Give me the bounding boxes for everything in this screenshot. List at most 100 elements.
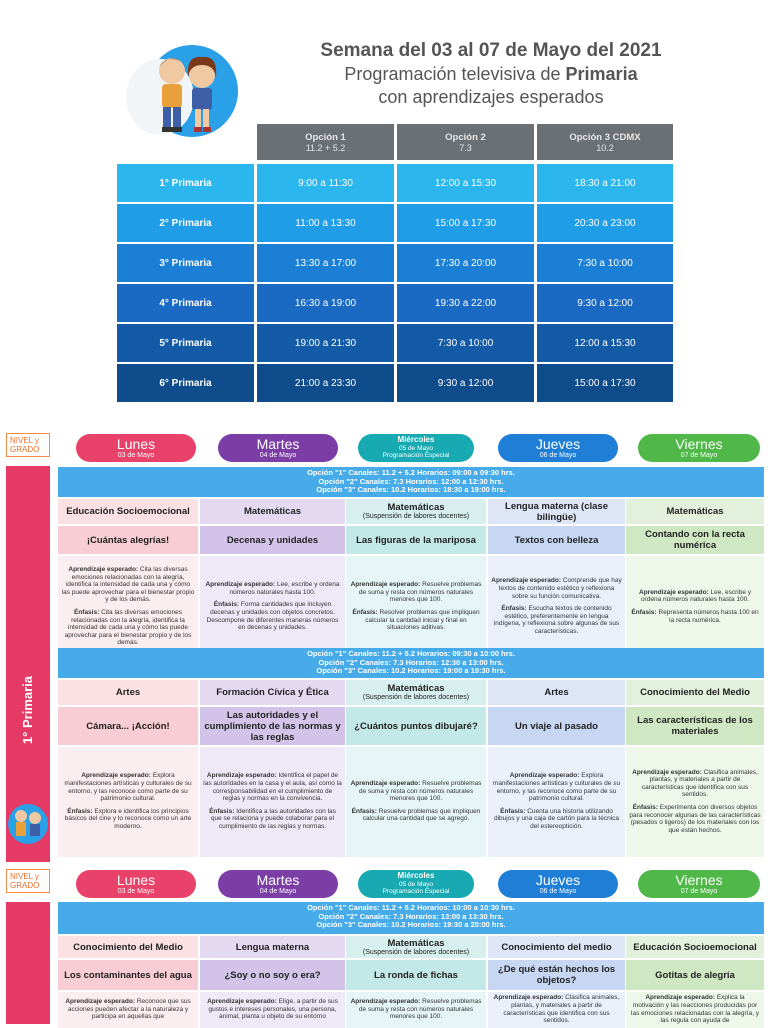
lesson-title: Las figuras de la mariposa [346, 526, 486, 554]
lesson-title: Decenas y unidades [200, 526, 345, 554]
subject-name: Lengua materna [235, 941, 310, 953]
band-line: Opción "3" Canales: 10.2 Horarios: 19:00… [316, 666, 506, 675]
aprendizaje-label: Aprendizaje esperado: [350, 581, 421, 589]
enfasis-text: Énfasis: Cuenta una historia utilizando … [491, 808, 622, 831]
time-cell: 18:30 a 21:00 [537, 164, 673, 202]
aprendizaje-text: Aprendizaje esperado: Comprende que hay … [491, 577, 622, 600]
lesson-description: Aprendizaje esperado: Explica la motivac… [626, 992, 764, 1028]
lesson-title: Textos con belleza [488, 526, 625, 554]
option-channels: 10.2 [596, 143, 614, 153]
grade-label: 2° Primaria [117, 204, 254, 242]
aprendizaje-value: Cita las diversas emociones relacionadas… [61, 566, 195, 604]
option-channels: 11.2 + 5.2 [305, 143, 346, 153]
subject-name: Matemáticas [387, 937, 445, 949]
subject-cell: Matemáticas(Suspensión de labores docent… [346, 499, 486, 524]
enfasis-text: Énfasis: Experimenta con diversos objeto… [629, 804, 761, 834]
day-extra: Programación Especial [382, 452, 450, 459]
aprendizaje-value: Lee, escribe y ordena números naturales … [229, 581, 340, 596]
enfasis-label: Énfasis: [352, 609, 378, 616]
band-line: Opción "1" Canales: 11.2 + 5.2 Horarios:… [307, 649, 515, 658]
aprendizaje-text: Aprendizaje esperado: Explora manifestac… [491, 772, 622, 802]
time-cell: 12:00 a 15:30 [397, 164, 534, 202]
day-date: 06 de Mayo [539, 888, 577, 895]
grade-label: 4° Primaria [117, 284, 254, 322]
enfasis-value: Forma cantidades que incluyen decenas y … [206, 601, 339, 632]
aprendizaje-value: Explica la motivación y las reacciones p… [631, 994, 759, 1025]
aprendizaje-text: Aprendizaje esperado: Resuelve problemas… [349, 581, 483, 604]
band-line: Opción "2" Canales: 7.3 Horarios: 12:30 … [318, 657, 504, 667]
subtitle-prefix: Programación televisiva de [344, 64, 566, 84]
grade-sidebar [6, 902, 50, 1024]
enfasis-text: Énfasis: Cita las diversas emociones rel… [61, 609, 195, 647]
aprendizaje-value: Comprende que hay textos de contenido es… [498, 577, 622, 600]
grade-sidebar: 1° Primaria [6, 466, 50, 862]
grade-label: 3° Primaria [117, 244, 254, 282]
enfasis-label: Énfasis: [213, 601, 240, 609]
day-date: 04 de Mayo [259, 888, 297, 895]
enfasis-label: Énfasis: [351, 807, 377, 815]
subject-name: Matemáticas [243, 506, 302, 517]
time-cell: 9:30 a 12:00 [537, 284, 673, 322]
aprendizaje-value: Resuelve problemas de suma y resta con n… [358, 780, 482, 803]
lesson-description: Aprendizaje esperado: Clasifica animales… [626, 747, 764, 857]
subject-name: Artes [115, 687, 141, 698]
aprendizaje-text: Aprendizaje esperado: Explora manifestac… [61, 772, 195, 802]
time-cell: 16:30 a 19:00 [257, 284, 394, 322]
time-cell: 13:30 a 17:00 [257, 244, 394, 282]
time-cell: 17:30 a 20:00 [397, 244, 534, 282]
time-cell: 12:00 a 15:30 [537, 324, 673, 362]
day-extra: Programación Especial [382, 888, 450, 895]
subject-cell: Conocimiento del medio [488, 936, 625, 958]
subject-cell: Matemáticas(Suspensión de labores docent… [346, 936, 486, 958]
option-name: Opción 1 [305, 132, 346, 143]
enfasis-text: Énfasis: Resuelve problemas que implique… [349, 808, 483, 823]
aprendizaje-text: Aprendizaje esperado: Elige, a partir de… [203, 998, 342, 1021]
lesson-title: Los contaminantes del agua [58, 960, 198, 990]
subject-cell: Matemáticas(Suspensión de labores docent… [346, 680, 486, 705]
lesson-description: Aprendizaje esperado: Elige, a partir de… [200, 992, 345, 1028]
nivel-grado-label: NIVEL y GRADO [6, 433, 50, 457]
subject-cell: Educación Socioemocional [626, 936, 764, 958]
lesson-description: Aprendizaje esperado: Clasifica animales… [488, 992, 625, 1028]
subject-name: Matemáticas [666, 506, 724, 517]
day-name: Jueves [535, 436, 581, 452]
lesson-description: Aprendizaje esperado: Resuelve problemas… [346, 747, 486, 857]
subject-cell: Conocimiento del Medio [626, 680, 764, 705]
subject-name: Conocimiento del Medio [640, 687, 750, 698]
time-cell: 20:30 a 23:00 [537, 204, 673, 242]
time-band: Opción "1" Canales: 11.2 + 5.2 Horarios:… [58, 648, 764, 678]
time-cell: 11:00 a 13:30 [257, 204, 394, 242]
time-cell: 21:00 a 23:30 [257, 364, 394, 402]
aprendizaje-label: Aprendizaje esperado: [350, 780, 421, 788]
aprendizaje-text: Aprendizaje esperado: Clasifica animales… [491, 994, 622, 1024]
subject-cell: Educación Socioemocional [58, 499, 198, 524]
subject-cell: Formación Cívica y Ética [200, 680, 345, 705]
grade-label: 5° Primaria [117, 324, 254, 362]
subject-note: (Suspensión de labores docentes) [362, 513, 470, 520]
day-date: 06 de Mayo [539, 452, 577, 459]
lesson-title: Las características de los materiales [626, 707, 764, 745]
aprendizaje-value: Identifica el papel de las autoridades e… [203, 772, 342, 803]
day-name: Viernes [675, 436, 723, 452]
page-subtitle: Programación televisiva de Primaria [256, 64, 726, 85]
aprendizaje-label: Aprendizaje esperado: [68, 566, 139, 574]
page-title: Semana del 03 al 07 de Mayo del 2021 [320, 40, 662, 61]
nivel-grado-label: NIVEL y GRADO [6, 869, 50, 893]
enfasis-text: Énfasis: Explora e identifica los princi… [61, 808, 195, 831]
aprendizaje-value: Explora manifestaciones artísticas y cul… [492, 772, 621, 803]
day-date: 07 de Mayo [680, 888, 718, 895]
lesson-description: Aprendizaje esperado: Lee, escribe y ord… [200, 556, 345, 658]
aprendizaje-text: Aprendizaje esperado: Identifica el pape… [203, 772, 342, 802]
